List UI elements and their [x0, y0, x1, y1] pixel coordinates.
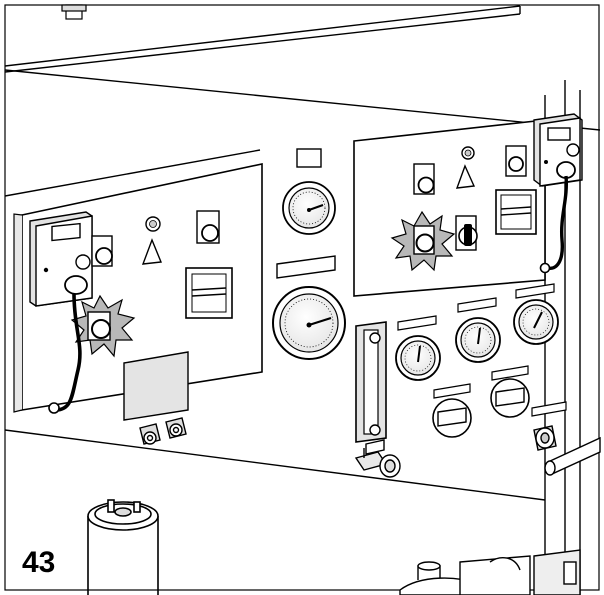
- temperature-gauge-2: [455, 317, 501, 363]
- push-button-left[interactable]: [91, 235, 113, 267]
- temperature-gauge-3: [513, 299, 559, 345]
- right-control-panel: [353, 113, 583, 297]
- pressure-gauge-small: [282, 181, 336, 235]
- center-label-wide: [276, 255, 336, 279]
- figure-frame: [4, 4, 600, 591]
- cable-socket-right: [539, 262, 551, 274]
- left-control-panel: [13, 163, 263, 445]
- pipe-fitting: [533, 425, 601, 476]
- control-cable-right: [547, 175, 569, 270]
- control-cable: [55, 293, 82, 412]
- connector-pair: [139, 417, 187, 445]
- cable-socket: [48, 402, 60, 414]
- right-gauge-row: [395, 283, 567, 438]
- warning-triangle-icon: [455, 164, 476, 189]
- indicator-window-2: [490, 378, 530, 418]
- cylinder-tank: [87, 499, 159, 595]
- rotary-selector[interactable]: [455, 215, 478, 251]
- remote-control-box-right[interactable]: [533, 113, 583, 187]
- push-button-upper[interactable]: [196, 210, 220, 244]
- push-button-right-small[interactable]: [505, 145, 527, 177]
- indicator-window-1: [432, 398, 472, 438]
- remote-control-box[interactable]: [29, 211, 93, 307]
- center-gauge-column: [272, 148, 346, 360]
- label-plate: [123, 351, 189, 421]
- rocker-switch[interactable]: [185, 267, 233, 319]
- highlighted-push-button-right[interactable]: [413, 225, 435, 255]
- temperature-gauge-1: [395, 335, 441, 381]
- highlighted-push-button[interactable]: [87, 311, 111, 341]
- top-fitting: [61, 4, 87, 20]
- push-button-right-upper[interactable]: [413, 163, 435, 195]
- center-label-small: [296, 148, 322, 168]
- drain-valve[interactable]: [354, 439, 401, 478]
- sight-glass: [355, 321, 387, 443]
- rocker-switch-right[interactable]: [495, 189, 537, 235]
- bottom-equipment: [399, 549, 581, 595]
- indicator-lamp-right: [461, 146, 475, 160]
- pressure-gauge-large: [272, 286, 346, 360]
- indicator-lamp: [145, 216, 161, 232]
- figure-number: 43: [22, 546, 56, 579]
- warning-triangle-icon: [141, 238, 162, 265]
